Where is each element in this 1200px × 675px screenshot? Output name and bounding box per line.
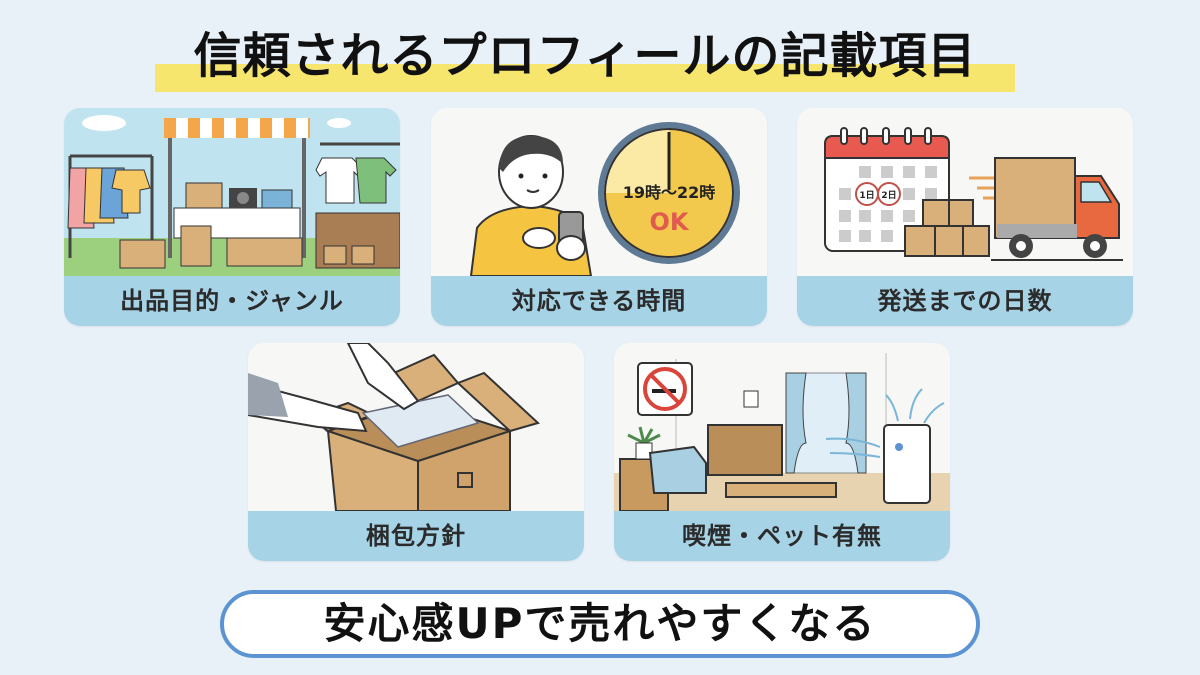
card-label: 喫煙・ペット有無 <box>614 511 950 561</box>
svg-text:1日: 1日 <box>859 190 874 201</box>
person-clock-illustration: 19時〜22時 OK <box>431 108 767 276</box>
card-label: 発送までの日数 <box>797 276 1133 326</box>
calendar-truck-illustration: 1日 2日 <box>797 108 1133 276</box>
title-highlight <box>155 64 1015 92</box>
card-label: 対応できる時間 <box>431 276 767 326</box>
card-packing-policy: 梱包方針 <box>248 343 584 561</box>
card-listing-purpose: 出品目的・ジャンル <box>64 108 400 326</box>
card-smoking-pets: 喫煙・ペット有無 <box>614 343 950 561</box>
svg-text:2日: 2日 <box>881 190 896 201</box>
flea-market-illustration <box>64 108 400 276</box>
packing-box-illustration <box>248 343 584 511</box>
title-area: 信頼されるプロフィールの記載項目 <box>155 22 1015 94</box>
card-label: 出品目的・ジャンル <box>64 276 400 326</box>
card-label: 梱包方針 <box>248 511 584 561</box>
page-title: 信頼されるプロフィールの記載項目 <box>193 28 977 84</box>
card-response-time: 19時〜22時 OK 対応できる時間 <box>431 108 767 326</box>
card-shipping-days: 1日 2日 発送までの日数 <box>797 108 1133 326</box>
clean-room-illustration <box>614 343 950 511</box>
footer-benefit-banner: 安心感UPで売れやすくなる <box>220 590 980 658</box>
svg-text:19時〜22時: 19時〜22時 <box>623 183 716 202</box>
svg-text:OK: OK <box>650 208 690 236</box>
